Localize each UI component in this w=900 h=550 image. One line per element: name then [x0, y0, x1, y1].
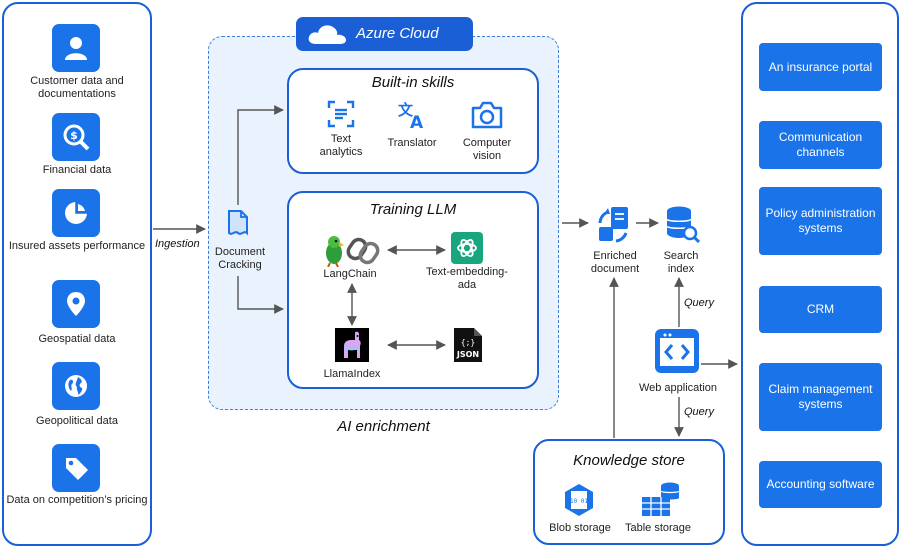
- camera-icon: [471, 101, 503, 129]
- svg-text:$: $: [70, 129, 78, 142]
- document-cracking-label: Document Cracking: [214, 246, 266, 271]
- blob-storage-icon: 10 01: [565, 484, 593, 516]
- web-application-label: Web application: [638, 382, 718, 394]
- training-llm-title: Training LLM: [369, 201, 457, 218]
- ingestion-label: Ingestion: [155, 238, 200, 250]
- training-llm-panel: [287, 191, 539, 389]
- consumer-crm: CRM: [759, 286, 882, 333]
- location-pin-icon: [52, 280, 100, 328]
- enriched-document-label: Enriched document: [590, 250, 640, 275]
- source-label-geospatial: Geospatial data: [38, 333, 116, 345]
- blob-bits-label: 10 01: [570, 498, 588, 505]
- source-label-financial: Financial data: [42, 164, 112, 176]
- langchain-label: LangChain: [323, 268, 377, 280]
- user-icon: [52, 24, 100, 72]
- translator-icon: 文 A: [398, 101, 424, 130]
- translator-label: Translator: [387, 137, 437, 149]
- pie-chart-icon: [52, 189, 100, 237]
- source-label-customer: Customer data and documentations: [30, 75, 124, 100]
- source-label-insured: Insured assets performance: [8, 240, 146, 252]
- blob-storage-label: Blob storage: [549, 522, 611, 534]
- document-cracking-icon: [228, 210, 248, 236]
- enriched-document-icon: [598, 207, 628, 243]
- globe-icon: [52, 362, 100, 410]
- text-analytics-label: Text analytics: [319, 133, 363, 158]
- table-storage-icon: [642, 482, 680, 516]
- azure-cloud-title: Azure Cloud: [356, 25, 439, 42]
- consumer-accounting-software: Accounting software: [759, 461, 882, 508]
- json-file-label: JSON: [456, 350, 479, 359]
- price-tag-icon: [52, 444, 100, 492]
- svg-text:{;}: {;}: [461, 338, 475, 347]
- consumer-claim-management: Claim management systems: [759, 363, 882, 431]
- table-storage-label: Table storage: [624, 522, 692, 534]
- cracking-to-training-arrow: [237, 276, 284, 314]
- langchain-icon: [326, 236, 380, 267]
- computer-vision-label: Computer vision: [462, 137, 512, 162]
- cloud-icon: [308, 25, 346, 44]
- llamaindex-icon: [335, 328, 369, 362]
- consumers-panel: [741, 2, 899, 546]
- query-label-bottom: Query: [684, 406, 714, 418]
- json-file-icon: {;} JSON: [454, 328, 482, 362]
- source-label-geopolitical: Geopolitical data: [36, 415, 118, 427]
- dollar-search-icon: $: [52, 113, 100, 161]
- text-embedding-label: Text-embedding-ada: [426, 266, 508, 291]
- knowledge-store-title: Knowledge store: [573, 452, 685, 469]
- consumer-insurance-portal: An insurance portal: [759, 43, 882, 91]
- source-label-pricing: Data on competition’s pricing: [6, 494, 148, 506]
- search-index-icon: [666, 206, 700, 243]
- web-application-icon: [655, 329, 699, 373]
- builtin-skills-title: Built-in skills: [371, 74, 455, 91]
- consumer-communication-channels: Communication channels: [759, 121, 882, 169]
- cracking-to-builtin-arrow: [237, 105, 284, 205]
- svg-text:文: 文: [398, 101, 414, 119]
- llamaindex-label: LlamaIndex: [323, 368, 381, 380]
- text-analytics-icon: [327, 100, 355, 128]
- svg-text:A: A: [410, 113, 424, 130]
- query-label-top: Query: [684, 297, 714, 309]
- search-index-label: Search index: [663, 250, 699, 275]
- openai-embedding-icon: [451, 232, 483, 264]
- ai-enrichment-label: AI enrichment: [337, 418, 430, 435]
- consumer-policy-administration: Policy administration systems: [759, 187, 882, 255]
- azure-cloud-banner: Azure Cloud: [296, 17, 473, 51]
